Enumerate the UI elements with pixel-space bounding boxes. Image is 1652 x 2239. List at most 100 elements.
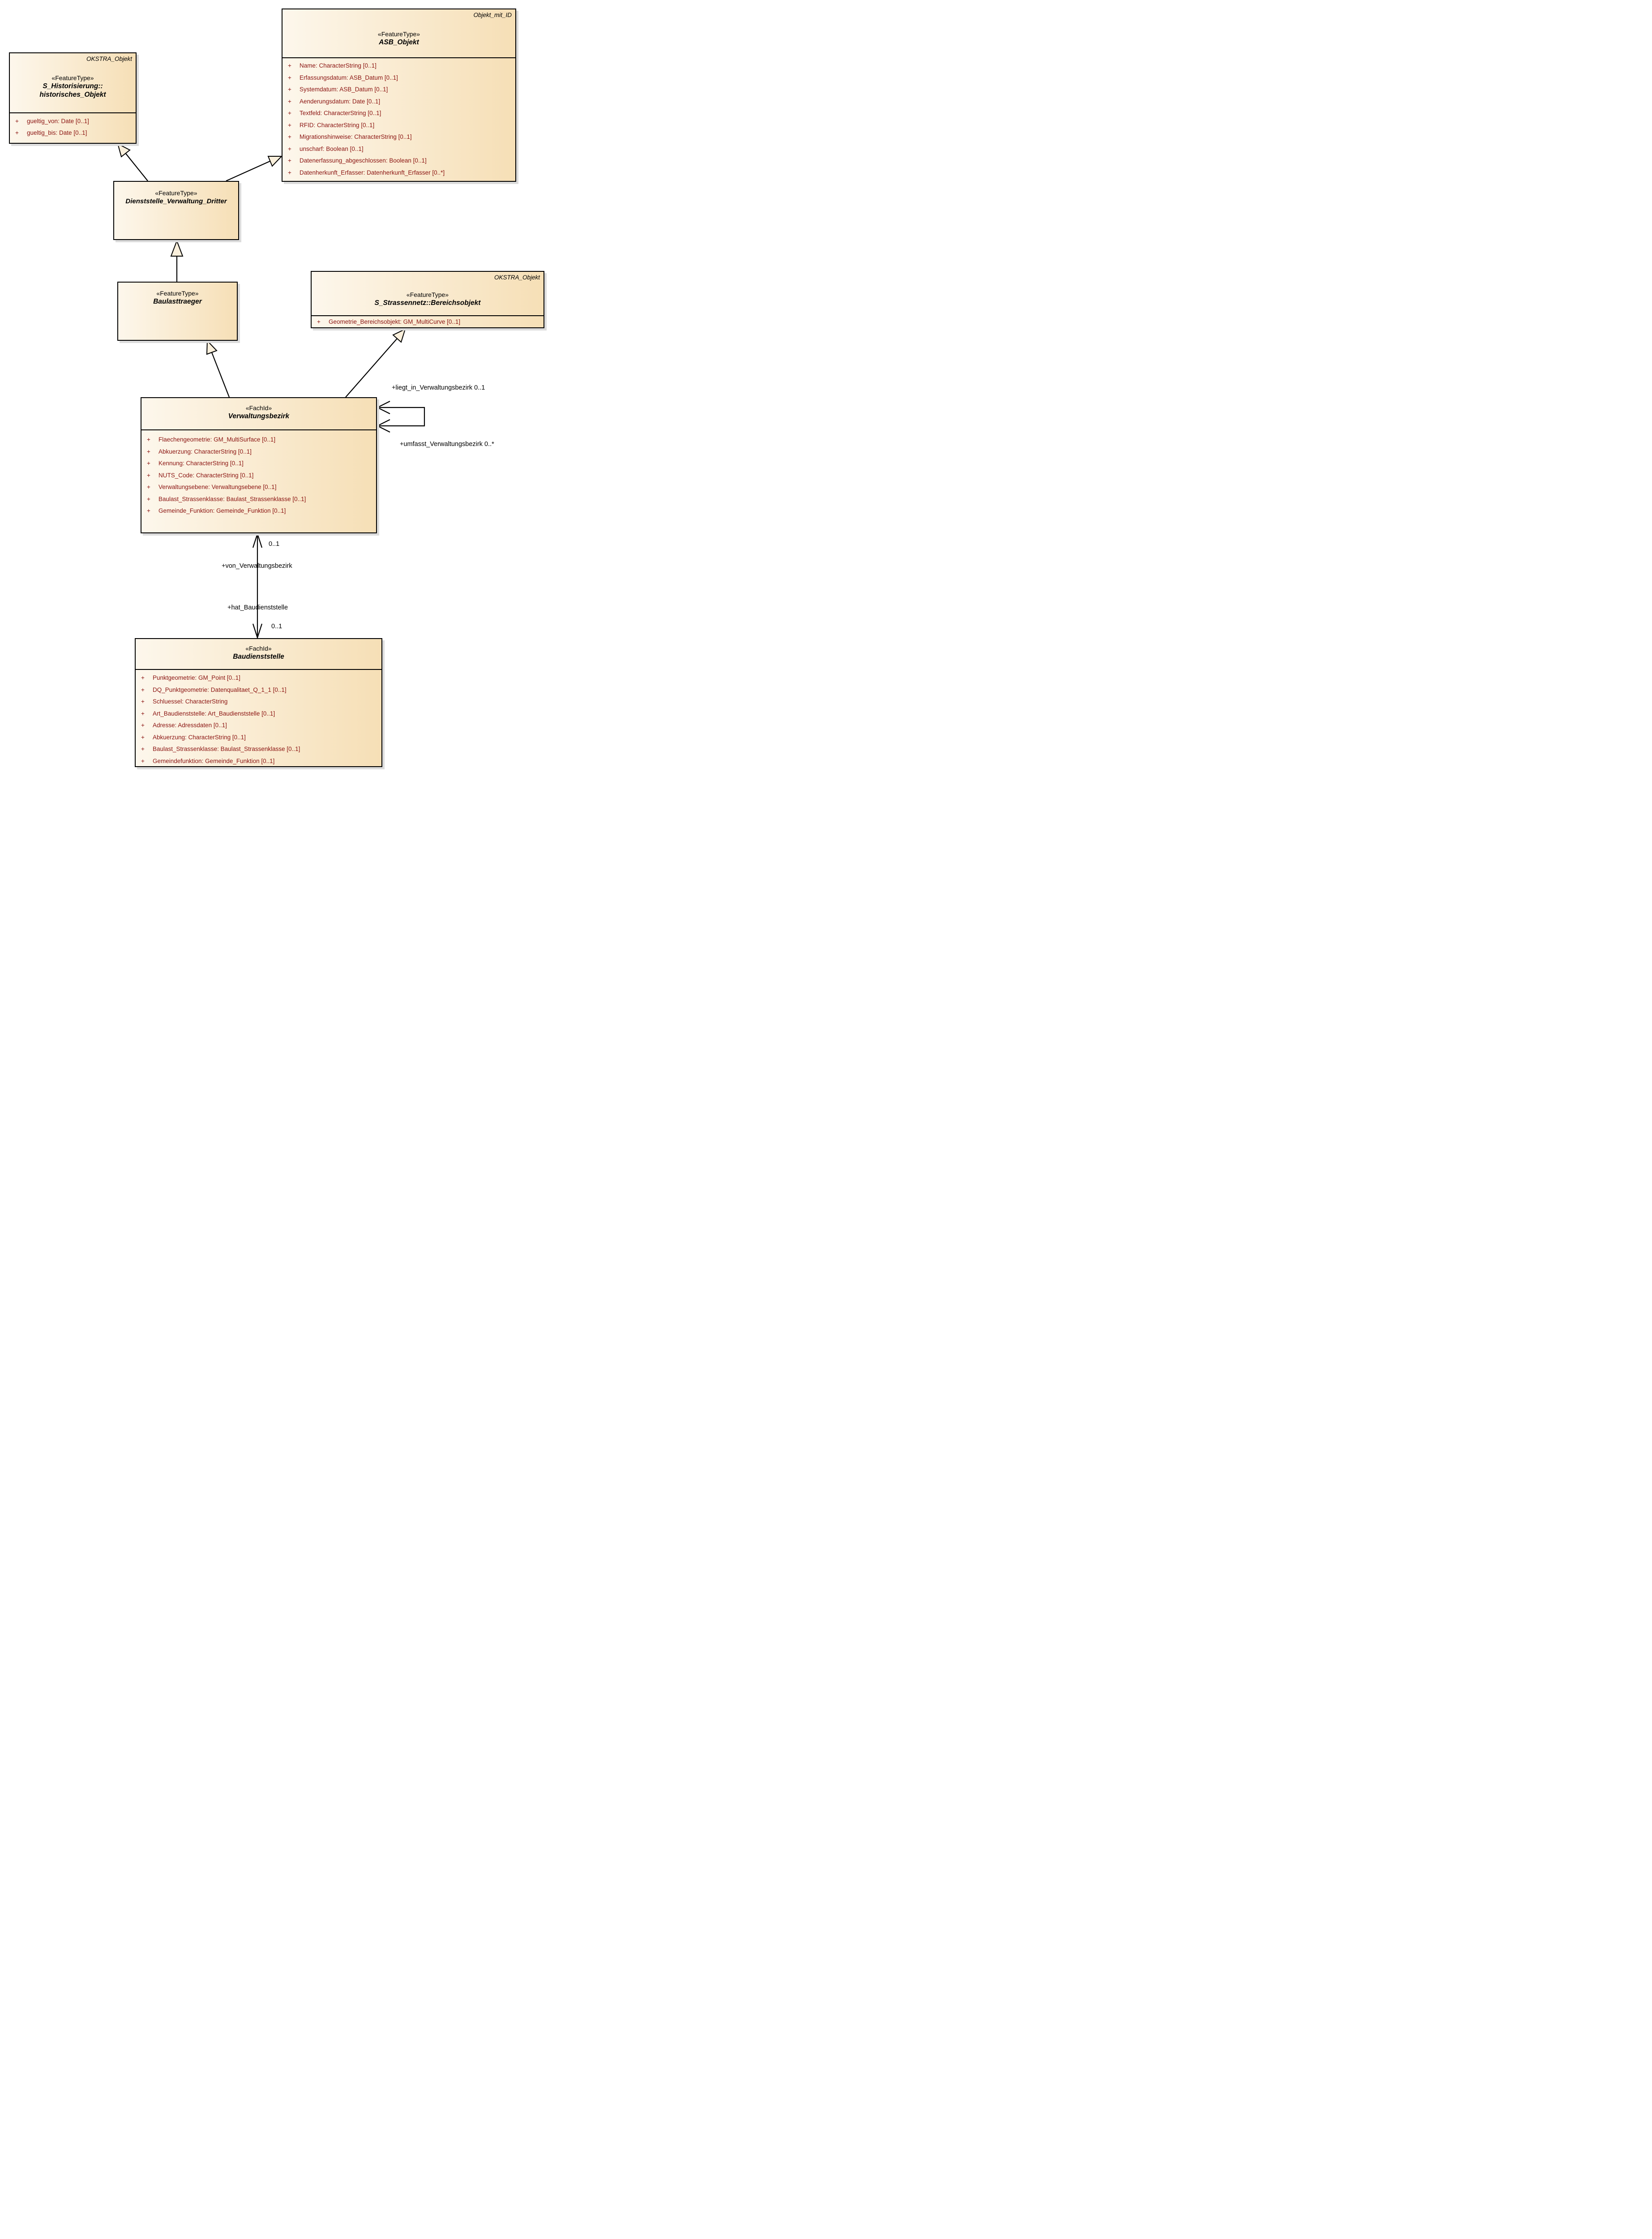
uml-class-diagram: OKSTRA_Objekt «FeatureType» S_Historisie… [0, 0, 551, 781]
attribute-row: +Flaechengeometrie: GM_MultiSurface [0..… [145, 434, 375, 446]
attribute-row: + Datenerfassung_abgeschlossen: Boolean [… [286, 155, 514, 167]
attribute-text: Migrationshinweise: CharacterString [0..… [300, 133, 412, 140]
visibility-marker: + [141, 698, 145, 705]
attribute-row: + gueltig_bis: Date [0..1] [13, 127, 135, 139]
role-label-umfasst-verwaltungsbezirk: +umfasst_Verwaltungsbezirk 0..* [400, 441, 494, 448]
package-label: Objekt_mit_ID [473, 12, 512, 18]
visibility-marker: + [141, 757, 145, 764]
visibility-marker: + [288, 121, 291, 129]
attribute-text: Art_Baudienststelle: Art_Baudienststelle… [153, 710, 275, 717]
attribute-text: Gemeindefunktion: Gemeinde_Funktion [0..… [153, 757, 275, 764]
class-box-baudienststelle[interactable]: «FachId» Baudienststelle + Punktgeometrie… [135, 638, 382, 767]
class-box-verwaltungsbezirk[interactable]: «FachId» Verwaltungsbezirk +Flaechengeom… [141, 397, 377, 533]
attribute-row: + Migrationshinweise: CharacterString [0.… [286, 131, 514, 143]
role-label-liegt-in-verwaltungsbezirk: +liegt_in_Verwaltungsbezirk 0..1 [392, 384, 485, 391]
visibility-marker: + [15, 129, 19, 136]
attribute-list: +Geometrie_Bereichsobjekt: GM_MultiCurve… [312, 315, 544, 327]
attribute-list: + gueltig_von: Date [0..1] + gueltig_bis: D… [10, 112, 136, 143]
generalization-dienststelle-to-historisches-objekt[interactable] [117, 143, 148, 181]
visibility-marker: + [147, 495, 150, 502]
attribute-text: Aenderungsdatum: Date [0..1] [300, 98, 381, 105]
attribute-text: Erfassungsdatum: ASB_Datum [0..1] [300, 74, 398, 81]
attribute-text: NUTS_Code: CharacterString [0..1] [158, 472, 254, 479]
stereotype-label: «FeatureType» [377, 30, 420, 38]
class-box-bereichsobjekt[interactable]: OKSTRA_Objekt «FeatureType» S_Strassenne… [311, 271, 544, 328]
attribute-text: gueltig_von: Date [0..1] [27, 118, 89, 124]
attribute-row: +DQ_Punktgeometrie: Datenqualitaet_Q_1_1… [139, 684, 381, 696]
package-label: OKSTRA_Objekt [494, 274, 540, 281]
attribute-row: + Abkuerzung: CharacterString [0..1] [145, 446, 375, 458]
visibility-marker: + [147, 484, 150, 490]
visibility-marker: + [141, 686, 145, 693]
association-verwaltungsbezirk-baudienststelle[interactable] [252, 532, 263, 639]
attribute-row: +Geometrie_Bereichsobjekt: GM_MultiCurve… [315, 317, 543, 327]
attribute-text: Flaechengeometrie: GM_MultiSurface [0..1… [158, 436, 276, 443]
stereotype-label: «FeatureType» [155, 189, 197, 197]
visibility-marker: + [141, 674, 145, 681]
visibility-marker: + [288, 145, 291, 152]
visibility-marker: + [147, 507, 150, 514]
attribute-text: Abkuerzung: CharacterString [0..1] [153, 733, 246, 741]
attribute-row: + RFID: CharacterString [0..1] [286, 120, 514, 132]
class-box-baulasttraeger[interactable]: «FeatureType» Baulasttraeger [117, 282, 238, 341]
multiplicity-label-top: 0..1 [269, 540, 280, 548]
class-box-asb-objekt[interactable]: Objekt_mit_ID «FeatureType» ASB_Objekt +… [282, 9, 516, 182]
stereotype-label: «FeatureType» [156, 290, 199, 297]
visibility-marker: + [141, 710, 145, 717]
attribute-text: Punktgeometrie: GM_Point [0..1] [153, 674, 240, 681]
attribute-text: Systemdatum: ASB_Datum [0..1] [300, 86, 388, 93]
visibility-marker: + [147, 460, 150, 467]
attribute-row: +unscharf: Boolean [0..1] [286, 143, 514, 155]
visibility-marker: + [288, 74, 291, 81]
attribute-row: + Systemdatum: ASB_Datum [0..1] [286, 84, 514, 96]
self-association-verwaltungsbezirk[interactable] [376, 401, 425, 433]
visibility-marker: + [288, 133, 291, 140]
attribute-text: RFID: CharacterString [0..1] [300, 121, 375, 129]
stereotype-label: «FeatureType» [406, 291, 449, 298]
stereotype-label: «FachId» [245, 645, 272, 652]
attribute-row: +Baulast_Strassenklasse: Baulast_Strasse… [139, 743, 381, 755]
generalization-verwaltungsbezirk-to-baulasttraeger[interactable] [206, 339, 230, 398]
visibility-marker: + [288, 157, 291, 164]
class-name: historisches_Objekt [39, 91, 106, 99]
class-box-dienststelle-verwaltung-dritter[interactable]: «FeatureType» Dienststelle_Verwaltung_Dr… [113, 181, 239, 240]
attribute-text: Datenerfassung_abgeschlossen: Boolean [0… [300, 157, 427, 164]
attribute-row: + Art_Baudienststelle: Art_Baudienststell… [139, 708, 381, 720]
class-name: Dienststelle_Verwaltung_Dritter [125, 197, 227, 205]
class-name: ASB_Objekt [379, 39, 419, 46]
attribute-text: Datenherkunft_Erfasser: Datenherkunft_Er… [300, 169, 445, 176]
attribute-row: + Gemeinde_Funktion: Gemeinde_Funktion [0… [145, 505, 375, 517]
visibility-marker: + [15, 118, 19, 124]
attribute-row: +NUTS_Code: CharacterString [0..1] [145, 470, 375, 482]
attribute-text: Abkuerzung: CharacterString [0..1] [158, 448, 252, 455]
visibility-marker: + [141, 733, 145, 741]
class-box-historisches-objekt[interactable]: OKSTRA_Objekt «FeatureType» S_Historisie… [9, 52, 137, 144]
attribute-list: + Name: CharacterString [0..1] + Erfassungs… [282, 57, 515, 181]
visibility-marker: + [288, 110, 291, 116]
class-name: Baudienststelle [233, 653, 284, 661]
stereotype-label: «FeatureType» [51, 74, 94, 81]
attribute-text: Gemeinde_Funktion: Gemeinde_Funktion [0.… [158, 507, 286, 514]
generalization-dienststelle-to-asb-objekt[interactable] [226, 156, 283, 182]
attribute-text: Schluessel: CharacterString [153, 698, 228, 705]
attribute-row: + Erfassungsdatum: ASB_Datum [0..1] [286, 72, 514, 84]
attribute-row: + Abkuerzung: CharacterString [0..1] [139, 732, 381, 744]
attribute-row: +Adresse: Adressdaten [0..1] [139, 720, 381, 732]
attribute-text: Textfeld: CharacterString [0..1] [300, 110, 381, 116]
attribute-text: Kennung: CharacterString [0..1] [158, 460, 244, 467]
visibility-marker: + [147, 448, 150, 455]
visibility-marker: + [288, 86, 291, 93]
stereotype-label: «FachId» [245, 404, 272, 412]
generalization-baulasttraeger-to-dienststelle[interactable] [170, 240, 184, 282]
attribute-list: + Flaechengeometrie: GM_MultiSurface [0..… [141, 429, 376, 532]
class-name: S_Historisierung:: [43, 82, 103, 90]
attribute-row: +Datenherkunft_Erfasser: Datenherkunft_E… [286, 167, 514, 179]
package-label: OKSTRA_Objekt [86, 56, 132, 62]
attribute-text: gueltig_bis: Date [0..1] [27, 129, 87, 136]
role-label-hat-baudienststelle: +hat_Baudienststelle [227, 604, 288, 611]
attribute-text: Name: CharacterString [0..1] [300, 62, 377, 69]
class-name: S_Strassennetz::Bereichsobjekt [374, 299, 481, 307]
attribute-row: +Verwaltungsebene: Verwaltungsebene [0..… [145, 481, 375, 493]
visibility-marker: + [288, 98, 291, 105]
visibility-marker: + [317, 318, 321, 325]
